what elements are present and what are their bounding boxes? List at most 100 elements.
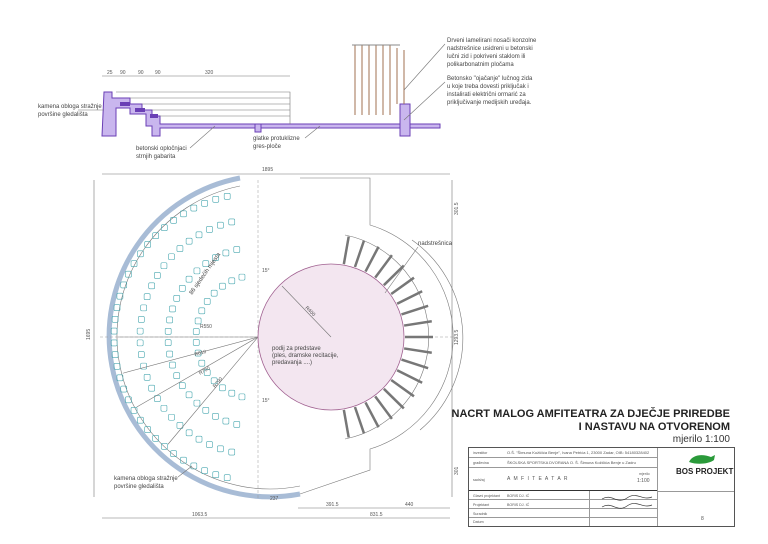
seat bbox=[198, 307, 206, 315]
dim-right-a: 301.5 bbox=[454, 202, 460, 215]
drawing-label: sadržaj bbox=[473, 478, 485, 482]
stair-tread bbox=[353, 240, 366, 268]
canopy-beams bbox=[352, 44, 405, 115]
seat bbox=[116, 374, 124, 382]
seat bbox=[238, 393, 246, 401]
seat bbox=[169, 305, 176, 313]
seat bbox=[201, 467, 208, 475]
section-concrete-label: strnjih gabarita bbox=[136, 154, 176, 160]
stair-tread bbox=[401, 358, 429, 370]
seat bbox=[233, 421, 241, 428]
row-name: BORIS DJ. IĆ bbox=[507, 503, 530, 507]
stair-tread bbox=[403, 347, 432, 354]
signature bbox=[601, 495, 653, 509]
stair-tread bbox=[342, 409, 350, 438]
stair-tread bbox=[374, 254, 393, 279]
seat bbox=[169, 361, 176, 369]
stair-tread bbox=[390, 379, 415, 398]
sheet-number: 8 bbox=[701, 516, 704, 522]
seat bbox=[203, 298, 211, 305]
seat bbox=[178, 285, 186, 292]
drawing-scale: mjerilo 1:100 bbox=[672, 434, 730, 445]
seat bbox=[113, 363, 121, 370]
dim-bottom-b: 440 bbox=[405, 502, 414, 508]
svg-text:instalirati električni ormarić: instalirati električni ormarić za bbox=[447, 92, 526, 98]
seat bbox=[212, 413, 219, 420]
seat bbox=[166, 316, 173, 324]
seat bbox=[160, 404, 168, 412]
svg-text:Drveni lamelirani nosači konzo: Drveni lamelirani nosači konzolne bbox=[447, 38, 537, 44]
seat bbox=[238, 273, 246, 281]
seat bbox=[176, 245, 184, 252]
seat bbox=[170, 217, 177, 224]
seat bbox=[143, 374, 151, 381]
seat bbox=[212, 254, 219, 261]
seat bbox=[228, 389, 236, 397]
section-dim: 25 bbox=[107, 70, 113, 76]
investor-label: investitor bbox=[473, 451, 488, 455]
seat bbox=[195, 435, 203, 443]
stair-tread bbox=[342, 236, 350, 265]
section-dim: 320 bbox=[205, 70, 214, 76]
seat bbox=[198, 359, 206, 367]
seat bbox=[180, 456, 187, 464]
seat bbox=[110, 339, 118, 347]
seat bbox=[161, 224, 168, 231]
seat bbox=[222, 417, 230, 425]
seat bbox=[173, 372, 181, 379]
svg-text:priključivanje medijskih uređa: priključivanje medijskih uređaja. bbox=[447, 100, 532, 106]
canopy-arc bbox=[344, 234, 430, 440]
row-label: Glavni projektant bbox=[473, 494, 500, 498]
seat bbox=[111, 316, 119, 323]
seat bbox=[173, 295, 181, 302]
seats-label: 86 sjedećih mjesta bbox=[189, 251, 223, 296]
svg-text:nadstrešnice usidreni u betons: nadstrešnice usidreni u betonski bbox=[447, 46, 533, 52]
section-tiles-label: gres-ploče bbox=[253, 144, 282, 150]
seat bbox=[192, 328, 200, 335]
svg-text:polikarbonatnim pločama: polikarbonatnim pločama bbox=[447, 62, 514, 68]
section-dim: 90 bbox=[120, 70, 126, 76]
seat bbox=[125, 270, 132, 278]
seat bbox=[130, 406, 138, 414]
seat bbox=[110, 327, 118, 335]
seat bbox=[143, 293, 151, 300]
radius-2: R610 bbox=[194, 349, 207, 358]
row-name: BORIS DJ. IĆ bbox=[507, 494, 530, 498]
svg-text:lučni zid i pokriveni staklom: lučni zid i pokriveni staklom ili bbox=[447, 54, 525, 60]
seat bbox=[148, 282, 155, 290]
seat bbox=[136, 339, 144, 347]
canopy-label: nadstrešnica bbox=[418, 241, 453, 247]
seat bbox=[168, 413, 175, 421]
seat bbox=[138, 351, 145, 358]
dim-right-c: 301 bbox=[454, 466, 460, 475]
seat bbox=[176, 422, 184, 429]
stair-treads bbox=[342, 234, 433, 440]
stair-tread bbox=[382, 387, 405, 410]
stair-tread bbox=[364, 401, 380, 428]
seat bbox=[223, 474, 231, 481]
stair-tread bbox=[403, 320, 432, 327]
seat bbox=[190, 462, 198, 470]
seat bbox=[190, 204, 198, 212]
seat bbox=[140, 304, 147, 312]
seat bbox=[136, 327, 144, 335]
svg-text:Betonsko "ojačanje" lučnog zid: Betonsko "ojačanje" lučnog zida bbox=[447, 76, 533, 82]
company-logo: BOS PROJEKT bbox=[676, 467, 734, 476]
seat bbox=[178, 382, 186, 389]
drawing-title-2: I NASTAVU NA OTVORENOM bbox=[578, 421, 730, 433]
seat bbox=[137, 250, 144, 258]
section-dim: 90 bbox=[155, 70, 161, 76]
building-label: građevina bbox=[473, 461, 489, 465]
seat bbox=[120, 385, 128, 393]
angle-label: 15° bbox=[262, 268, 270, 274]
seat bbox=[228, 218, 236, 226]
seat bbox=[152, 434, 159, 442]
seat bbox=[210, 289, 218, 297]
cladding-label: kamena obloga stražnje bbox=[114, 476, 178, 482]
seat bbox=[217, 221, 224, 229]
seat bbox=[161, 443, 168, 450]
seat bbox=[164, 339, 172, 347]
stage-label: (ples, dramske recitacije, bbox=[272, 353, 339, 359]
seat bbox=[201, 199, 208, 207]
seat bbox=[185, 237, 193, 245]
